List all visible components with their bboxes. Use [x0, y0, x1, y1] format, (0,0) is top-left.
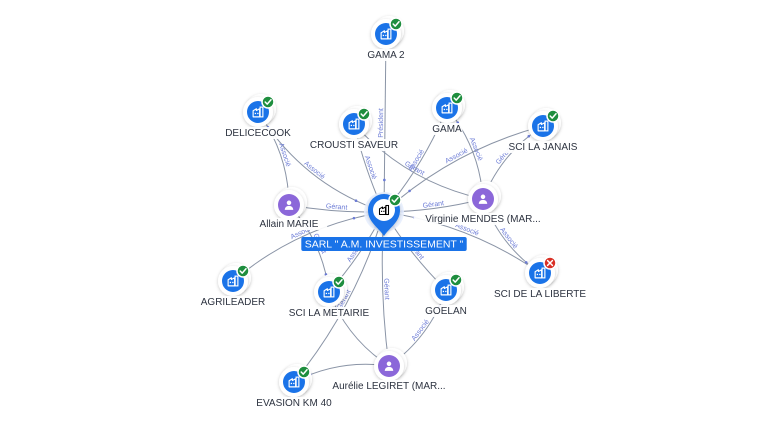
- edge-liberte-center: [383, 211, 541, 274]
- node-janais[interactable]: SCI LA JANAIS: [501, 108, 585, 153]
- center-label: SARL " A.M. INVESTISSEMENT ": [305, 239, 464, 251]
- edge-label-allain-delicecook: Associé: [277, 142, 291, 168]
- edge-label-crousti-center: Associé: [363, 155, 378, 181]
- node-goelan[interactable]: GOELAN: [424, 272, 468, 317]
- node-allain[interactable]: Allain MARIE: [250, 187, 328, 230]
- node-label-bg: [424, 305, 468, 317]
- node-label-bg: [501, 141, 585, 153]
- node-crousti[interactable]: CROUSTI SAVEUR: [310, 106, 398, 151]
- node-label: GOELAN: [425, 306, 467, 317]
- node-aurelie[interactable]: Aurélie LEGIRET (MAR...: [319, 348, 459, 392]
- node-label: Virginie MENDES (MAR...: [425, 214, 540, 225]
- node-metairie[interactable]: SCI LA METAIRIE: [282, 274, 376, 319]
- node-label: GAMA: [432, 124, 462, 135]
- node-label: DELICECOOK: [225, 128, 291, 139]
- node-label: Aurélie LEGIRET (MAR...: [332, 381, 445, 392]
- status-active-badge: [388, 193, 402, 207]
- node-label: SCI LA JANAIS: [509, 142, 578, 153]
- node-virginie[interactable]: Virginie MENDES (MAR...: [413, 181, 553, 225]
- node-label: CROUSTI SAVEUR: [310, 140, 398, 151]
- center-disc: [373, 199, 395, 221]
- center-label-bg: [301, 237, 467, 251]
- edge-label-aurelie-goelan: Associé: [411, 319, 431, 343]
- edge-arrow-virginie-janais: [527, 135, 531, 138]
- edge-label-allain-center: Gérant: [326, 203, 348, 212]
- center-node[interactable]: SARL " A.M. INVESTISSEMENT ": [301, 192, 467, 251]
- edge-evasion-center: [293, 211, 385, 383]
- node-label-bg: [225, 127, 291, 139]
- node-label: SCI LA METAIRIE: [289, 308, 370, 319]
- node-label-bg: [431, 123, 463, 135]
- edge-label-virginie-center: Gérant: [422, 200, 444, 210]
- node-evasion[interactable]: EVASION KM 40: [252, 364, 336, 409]
- node-label: Allain MARIE: [260, 219, 319, 230]
- node-label-bg: [310, 139, 398, 151]
- status-active-badge: [332, 275, 346, 289]
- node-label-bg: [200, 296, 266, 308]
- status-closed-badge: [543, 256, 557, 270]
- edge-arrow-delicecook-center: [354, 199, 358, 202]
- edge-arrow-agrileader-center: [352, 216, 356, 220]
- node-label-bg: [364, 49, 408, 61]
- node-gama2[interactable]: GAMA 2: [364, 16, 408, 61]
- node-label-bg: [487, 288, 593, 300]
- edge-arrow-gama2-center: [383, 178, 386, 182]
- status-active-badge: [261, 95, 275, 109]
- node-gama[interactable]: GAMA: [431, 90, 465, 135]
- edge-label-virginie-gama: Associé: [468, 137, 484, 162]
- node-label-bg: [282, 307, 376, 319]
- node-agrileader[interactable]: AGRILEADER: [200, 263, 266, 308]
- status-active-badge: [389, 17, 403, 31]
- status-active-badge: [297, 365, 311, 379]
- edge-label-gama2-center: Président: [378, 108, 385, 138]
- node-label-bg: [252, 397, 336, 409]
- nodes-layer: GAMA 2 DELICECOOK CROUSTI SAVEUR GAMA SCI LA…: [200, 16, 593, 409]
- node-label: AGRILEADER: [201, 297, 265, 308]
- edge-virginie-crousti: [353, 123, 484, 200]
- status-active-badge: [449, 273, 463, 287]
- status-active-badge: [546, 109, 560, 123]
- node-delicecook[interactable]: DELICECOOK: [225, 94, 291, 139]
- edge-label-virginie-liberte: Associé: [498, 227, 519, 251]
- node-label: EVASION KM 40: [256, 398, 332, 409]
- status-active-badge: [236, 264, 250, 278]
- status-active-badge: [450, 91, 464, 105]
- edge-label-aurelie-center: Gérant: [382, 278, 390, 300]
- node-label-bg: [413, 213, 553, 225]
- node-label: GAMA 2: [367, 50, 405, 61]
- edge-label-delicecook-center: Associé: [302, 160, 326, 181]
- node-label: SCI DE LA LIBERTE: [494, 289, 586, 300]
- edge-arrow-virginie-liberte: [524, 261, 528, 264]
- status-active-badge: [357, 107, 371, 121]
- node-liberte[interactable]: SCI DE LA LIBERTE: [487, 255, 593, 300]
- edge-arrow-janais-center: [408, 189, 411, 193]
- node-label-bg: [319, 380, 459, 392]
- node-label-bg: [250, 218, 328, 230]
- edge-label-janais-center: Associé: [444, 147, 469, 165]
